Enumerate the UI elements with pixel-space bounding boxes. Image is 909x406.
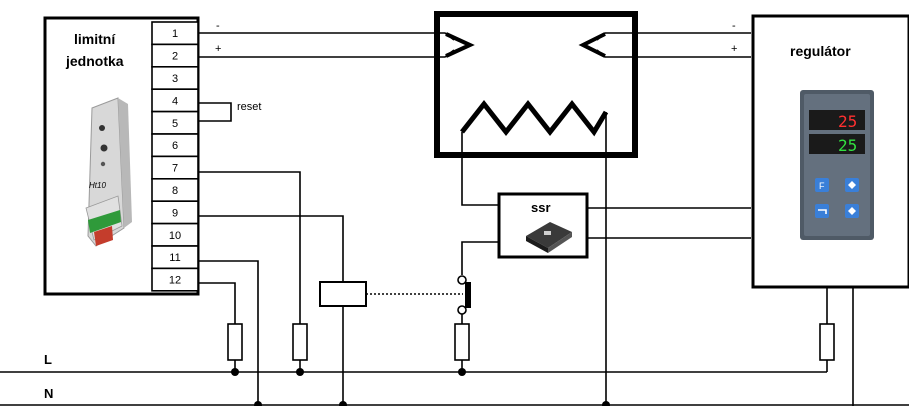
terminal-label-6: 6 (172, 140, 178, 152)
terminal-label-7: 7 (172, 163, 178, 175)
tc-wire-plus-right (596, 49, 751, 58)
terminal-label-3: 3 (172, 73, 178, 85)
junction-N-heater (602, 401, 610, 406)
reset-jumper (198, 102, 232, 122)
plus-sign-right: + (731, 43, 737, 55)
terminal-label-11: 11 (169, 252, 180, 264)
limit-unit-title-line1: limitní (74, 31, 116, 47)
terminal-label-12: 12 (169, 275, 181, 287)
terminal-12 (151, 267, 199, 292)
limit-unit-device-label: Ht10 (89, 181, 106, 190)
junction-L-ssr (458, 368, 466, 376)
relay-contact-top (457, 275, 467, 285)
terminal-label-5: 5 (172, 118, 178, 130)
minus-sign-right: - (732, 20, 736, 32)
relay-contact-bottom (457, 305, 467, 315)
limit-unit-device-image: Ht10 (85, 97, 132, 247)
tc-wire-minus-right (596, 32, 751, 41)
junction-L-7 (296, 368, 304, 376)
junction-L-12 (231, 368, 239, 376)
controller-display-bottom: 25 (838, 136, 857, 155)
controller-display-top: 25 (838, 112, 857, 131)
fuse-terminal-7 (292, 323, 308, 361)
oven-box (434, 11, 638, 158)
fuse-ssr (454, 323, 470, 361)
fuse-controller (819, 323, 835, 361)
controller-image: 25 25 F (800, 90, 874, 240)
terminal-label-8: 8 (172, 185, 178, 197)
limit-unit-title-line2: jednotka (65, 53, 124, 69)
minus-sign-left: - (216, 20, 220, 32)
tc-wire-minus-left (198, 32, 455, 41)
relay-coil (319, 281, 367, 307)
wire-terminal-12 (198, 282, 236, 324)
terminal-label-4: 4 (172, 95, 178, 107)
wire-terminal-11 (198, 260, 259, 406)
terminal-label-10: 10 (169, 230, 181, 242)
ssr-image (526, 222, 572, 253)
wire-terminal-9 (198, 215, 344, 282)
tc-tip-right (578, 32, 606, 58)
ssr-out-lead (461, 241, 499, 275)
heater-element (460, 99, 609, 137)
wire-terminal-7 (198, 171, 301, 324)
junction-N-11 (254, 401, 262, 406)
fuse-terminal-12 (227, 323, 243, 361)
ssr-label: ssr (531, 200, 551, 215)
controller-button-f: F (819, 181, 825, 191)
heater-lead-left (461, 132, 499, 206)
line-label-L: L (44, 352, 52, 367)
tc-wire-plus-left (198, 49, 455, 58)
controller-title: regulátor (790, 43, 851, 59)
terminal-label-9: 9 (172, 207, 178, 219)
junction-N-relay (339, 401, 347, 406)
tc-tip-left (445, 32, 475, 58)
reset-label: reset (237, 101, 261, 113)
relay-contact (465, 282, 471, 308)
terminal-label-2: 2 (172, 51, 178, 63)
plus-sign-left: + (215, 43, 221, 55)
terminal-label-1: 1 (172, 28, 178, 40)
line-label-N: N (44, 386, 53, 401)
